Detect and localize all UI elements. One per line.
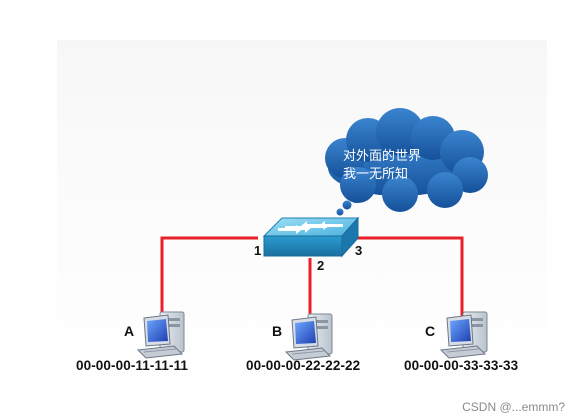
thought-bubble-line-2: 我一无所知 <box>343 167 409 182</box>
host-c-label: C <box>425 323 436 339</box>
network-switch <box>262 216 360 258</box>
thought-cloud <box>325 108 488 212</box>
port-3-label: 3 <box>355 243 363 258</box>
host-c-mac-address: 00-00-00-33-33-33 <box>404 358 519 373</box>
host-b-mac-address: 00-00-00-22-22-22 <box>246 358 361 373</box>
thought-bubble-line-1: 对外面的世界 <box>343 149 422 164</box>
host-b-label: B <box>272 323 283 339</box>
host-a-label: A <box>124 323 135 339</box>
host-a-mac-address: 00-00-00-11-11-11 <box>76 358 189 373</box>
port-1-label: 1 <box>254 243 262 258</box>
csdn-watermark: CSDN @...emmm? <box>462 400 565 414</box>
link-port1-host-a <box>160 236 258 316</box>
link-port3-host-c <box>352 236 464 316</box>
computer-b-icon <box>284 313 333 361</box>
port-2-label: 2 <box>317 258 325 273</box>
thought-bubble-text: 对外面的世界 我一无所知 <box>343 148 453 184</box>
computer-c-icon <box>439 311 488 359</box>
computer-a-icon <box>136 311 185 359</box>
network-links <box>160 236 464 318</box>
